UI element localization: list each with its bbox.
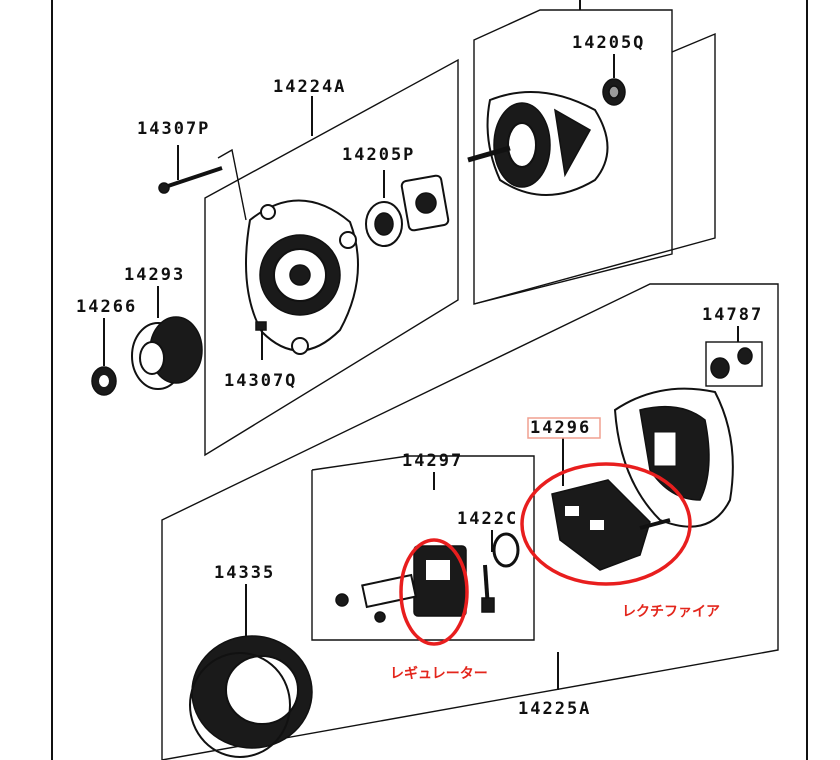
terminal-14787 xyxy=(705,326,763,387)
annotation-regulator: レギュレーター xyxy=(390,665,488,682)
regulator-part xyxy=(335,545,495,623)
label-14296: 14296 xyxy=(530,418,591,438)
regulator-box xyxy=(311,455,535,641)
part-14296-highlight-box xyxy=(527,417,601,439)
label-14224A: 14224A xyxy=(273,77,346,97)
screw-14307Q xyxy=(255,321,267,360)
bearing-14205P xyxy=(365,170,450,247)
rear-bracket-box xyxy=(161,283,779,760)
rotor-group-box xyxy=(473,9,673,305)
stator-14335 xyxy=(189,584,313,758)
label-14205P: 14205P xyxy=(342,145,415,165)
bolt-14307P xyxy=(158,145,247,221)
label-14220: 1422C xyxy=(457,509,518,529)
nut-14266 xyxy=(91,318,117,396)
front-bracket-box xyxy=(204,58,459,457)
annotation-rectifier: レクチファイア xyxy=(622,604,720,620)
rectifier-highlight xyxy=(520,462,692,586)
label-14297: 14297 xyxy=(402,451,463,471)
bearing-14205Q xyxy=(602,54,626,106)
label-14293: 14293 xyxy=(124,265,185,285)
front-bracket xyxy=(245,199,359,355)
regulator-highlight xyxy=(399,538,469,646)
rectifier-part xyxy=(551,438,671,571)
pulley-14293 xyxy=(131,286,203,390)
ring-14220 xyxy=(491,530,520,568)
label-14205Q: 14205Q xyxy=(572,33,645,53)
label-14225A: 14225A xyxy=(518,699,591,719)
rotor xyxy=(467,91,609,196)
label-14307P: 14307P xyxy=(137,119,210,139)
label-14335: 14335 xyxy=(214,563,275,583)
label-14307Q: 14307Q xyxy=(224,371,297,391)
label-14787: 14787 xyxy=(702,305,763,325)
label-14266: 14266 xyxy=(76,297,137,317)
